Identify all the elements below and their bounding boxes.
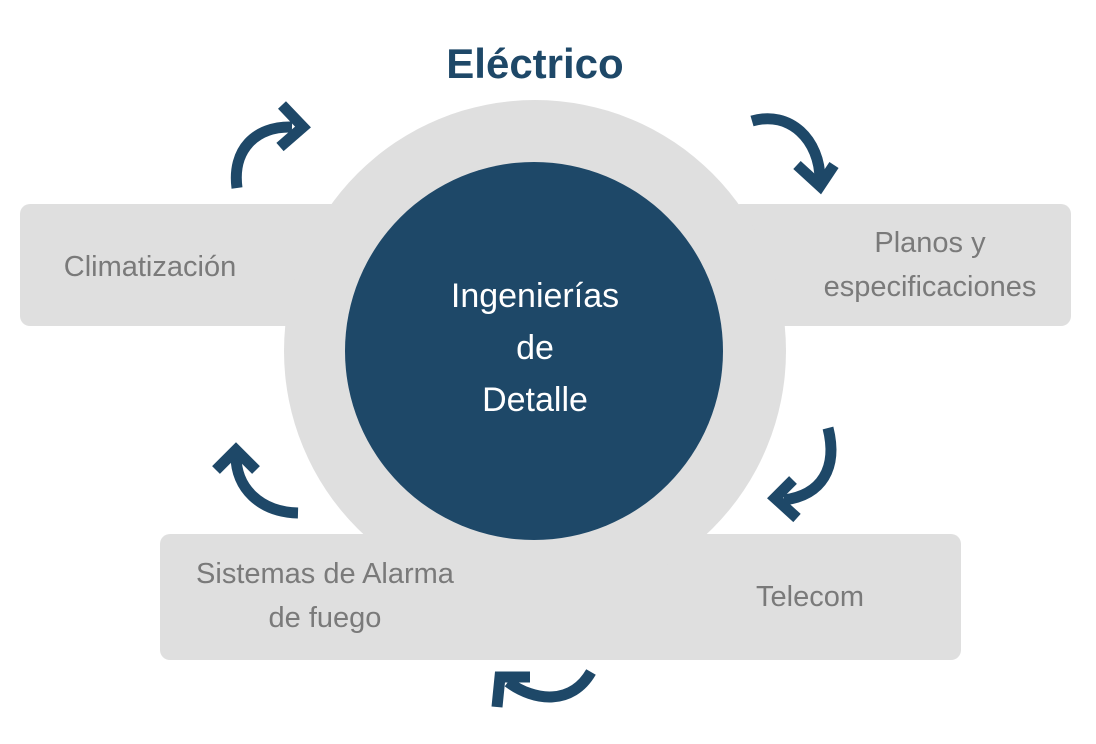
node-label-alarma-line2: de fuego: [268, 602, 382, 634]
curved-arrow-right-icon: [767, 426, 837, 523]
curved-arrow-left-icon: [212, 442, 299, 519]
center-label-line3: Detalle: [482, 381, 588, 419]
center-circle: [345, 162, 723, 540]
curved-arrow-bottom-icon: [491, 668, 596, 708]
curved-arrow-top-left-icon: [230, 101, 311, 189]
node-label-planos-line1: Planos y: [874, 227, 986, 259]
node-label-telecom: Telecom: [756, 581, 864, 613]
node-label-climatizacion: Climatización: [63, 251, 237, 283]
node-box-planos: [730, 204, 1071, 326]
node-label-alarma-line1: Sistemas de Alarma: [196, 558, 454, 590]
curved-arrow-top-right-icon: [750, 113, 839, 195]
center-label-line1: Ingenierías: [450, 277, 620, 315]
node-label-planos-line2: especificaciones: [823, 271, 1037, 303]
diagram-title: Eléctrico: [446, 40, 624, 87]
center-label-line2: de: [516, 329, 554, 367]
